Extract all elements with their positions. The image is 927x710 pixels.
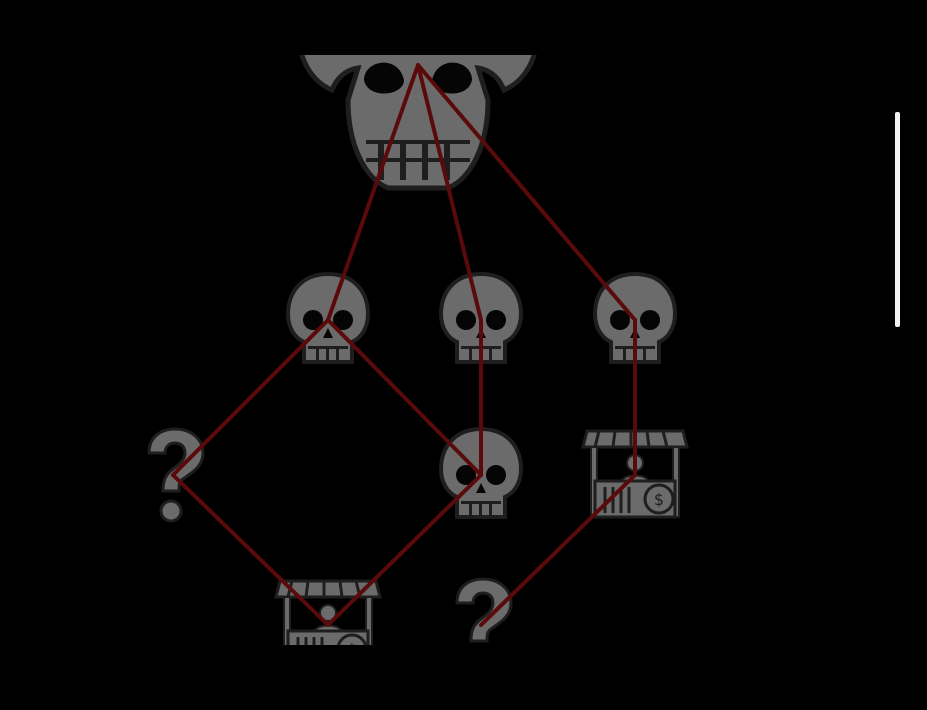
path-connection <box>171 473 330 627</box>
path-connection <box>416 63 637 322</box>
path-connection <box>416 63 483 322</box>
path-connection <box>479 473 637 627</box>
path-connection <box>326 63 420 322</box>
path-connection <box>171 318 330 477</box>
question-mark-icon[interactable] <box>455 577 513 671</box>
question-mark-icon[interactable] <box>147 427 205 523</box>
path-connection <box>326 318 483 477</box>
scrollbar-thumb[interactable] <box>895 112 900 327</box>
path-connection <box>326 473 483 627</box>
